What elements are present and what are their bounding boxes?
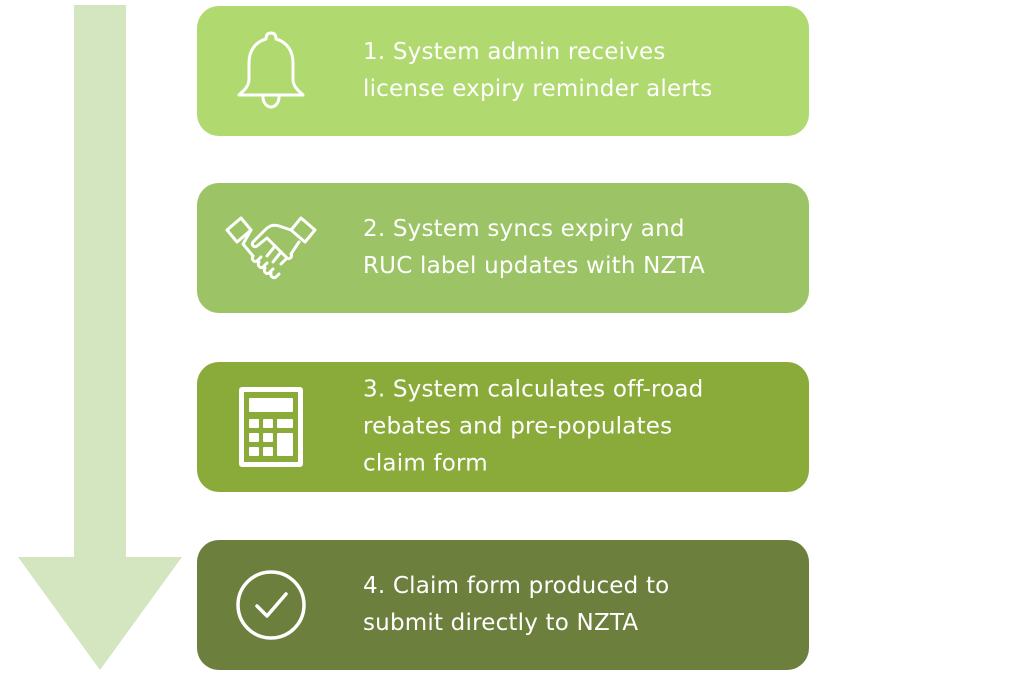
step-4-card: 4. Claim form produced to submit directl… (197, 540, 809, 670)
handshake-icon (223, 206, 319, 290)
step-3-line-2: rebates and pre-populates (363, 413, 673, 440)
step-4-line-1: 4. Claim form produced to (363, 573, 670, 599)
calculator-icon (233, 385, 309, 469)
check-circle-icon (233, 563, 309, 647)
step-1-card: 1. System admin receives license expiry … (197, 6, 809, 136)
step-3-card: 3. System calculates off-road rebates an… (197, 362, 809, 492)
step-1-line-2: license expiry reminder alerts (363, 76, 713, 102)
step-2-line-2: RUC label updates with NZTA (363, 253, 705, 279)
step-3-line-1: 3. System calculates off-road (363, 376, 704, 403)
step-1-text: 1. System admin receives license expiry … (363, 34, 785, 108)
flow-arrow (18, 5, 182, 670)
step-2-line-1: 2. System syncs expiry and (363, 216, 685, 242)
step-1-line-1: 1. System admin receives (363, 39, 666, 65)
step-3-line-3: claim form (363, 450, 488, 477)
step-4-line-2: submit directly to NZTA (363, 610, 639, 636)
step-3-text: 3. System calculates off-road rebates an… (363, 372, 785, 483)
step-2-text: 2. System syncs expiry and RUC label upd… (363, 211, 785, 285)
bell-icon (233, 29, 309, 113)
step-2-card: 2. System syncs expiry and RUC label upd… (197, 183, 809, 313)
step-4-text: 4. Claim form produced to submit directl… (363, 568, 785, 642)
